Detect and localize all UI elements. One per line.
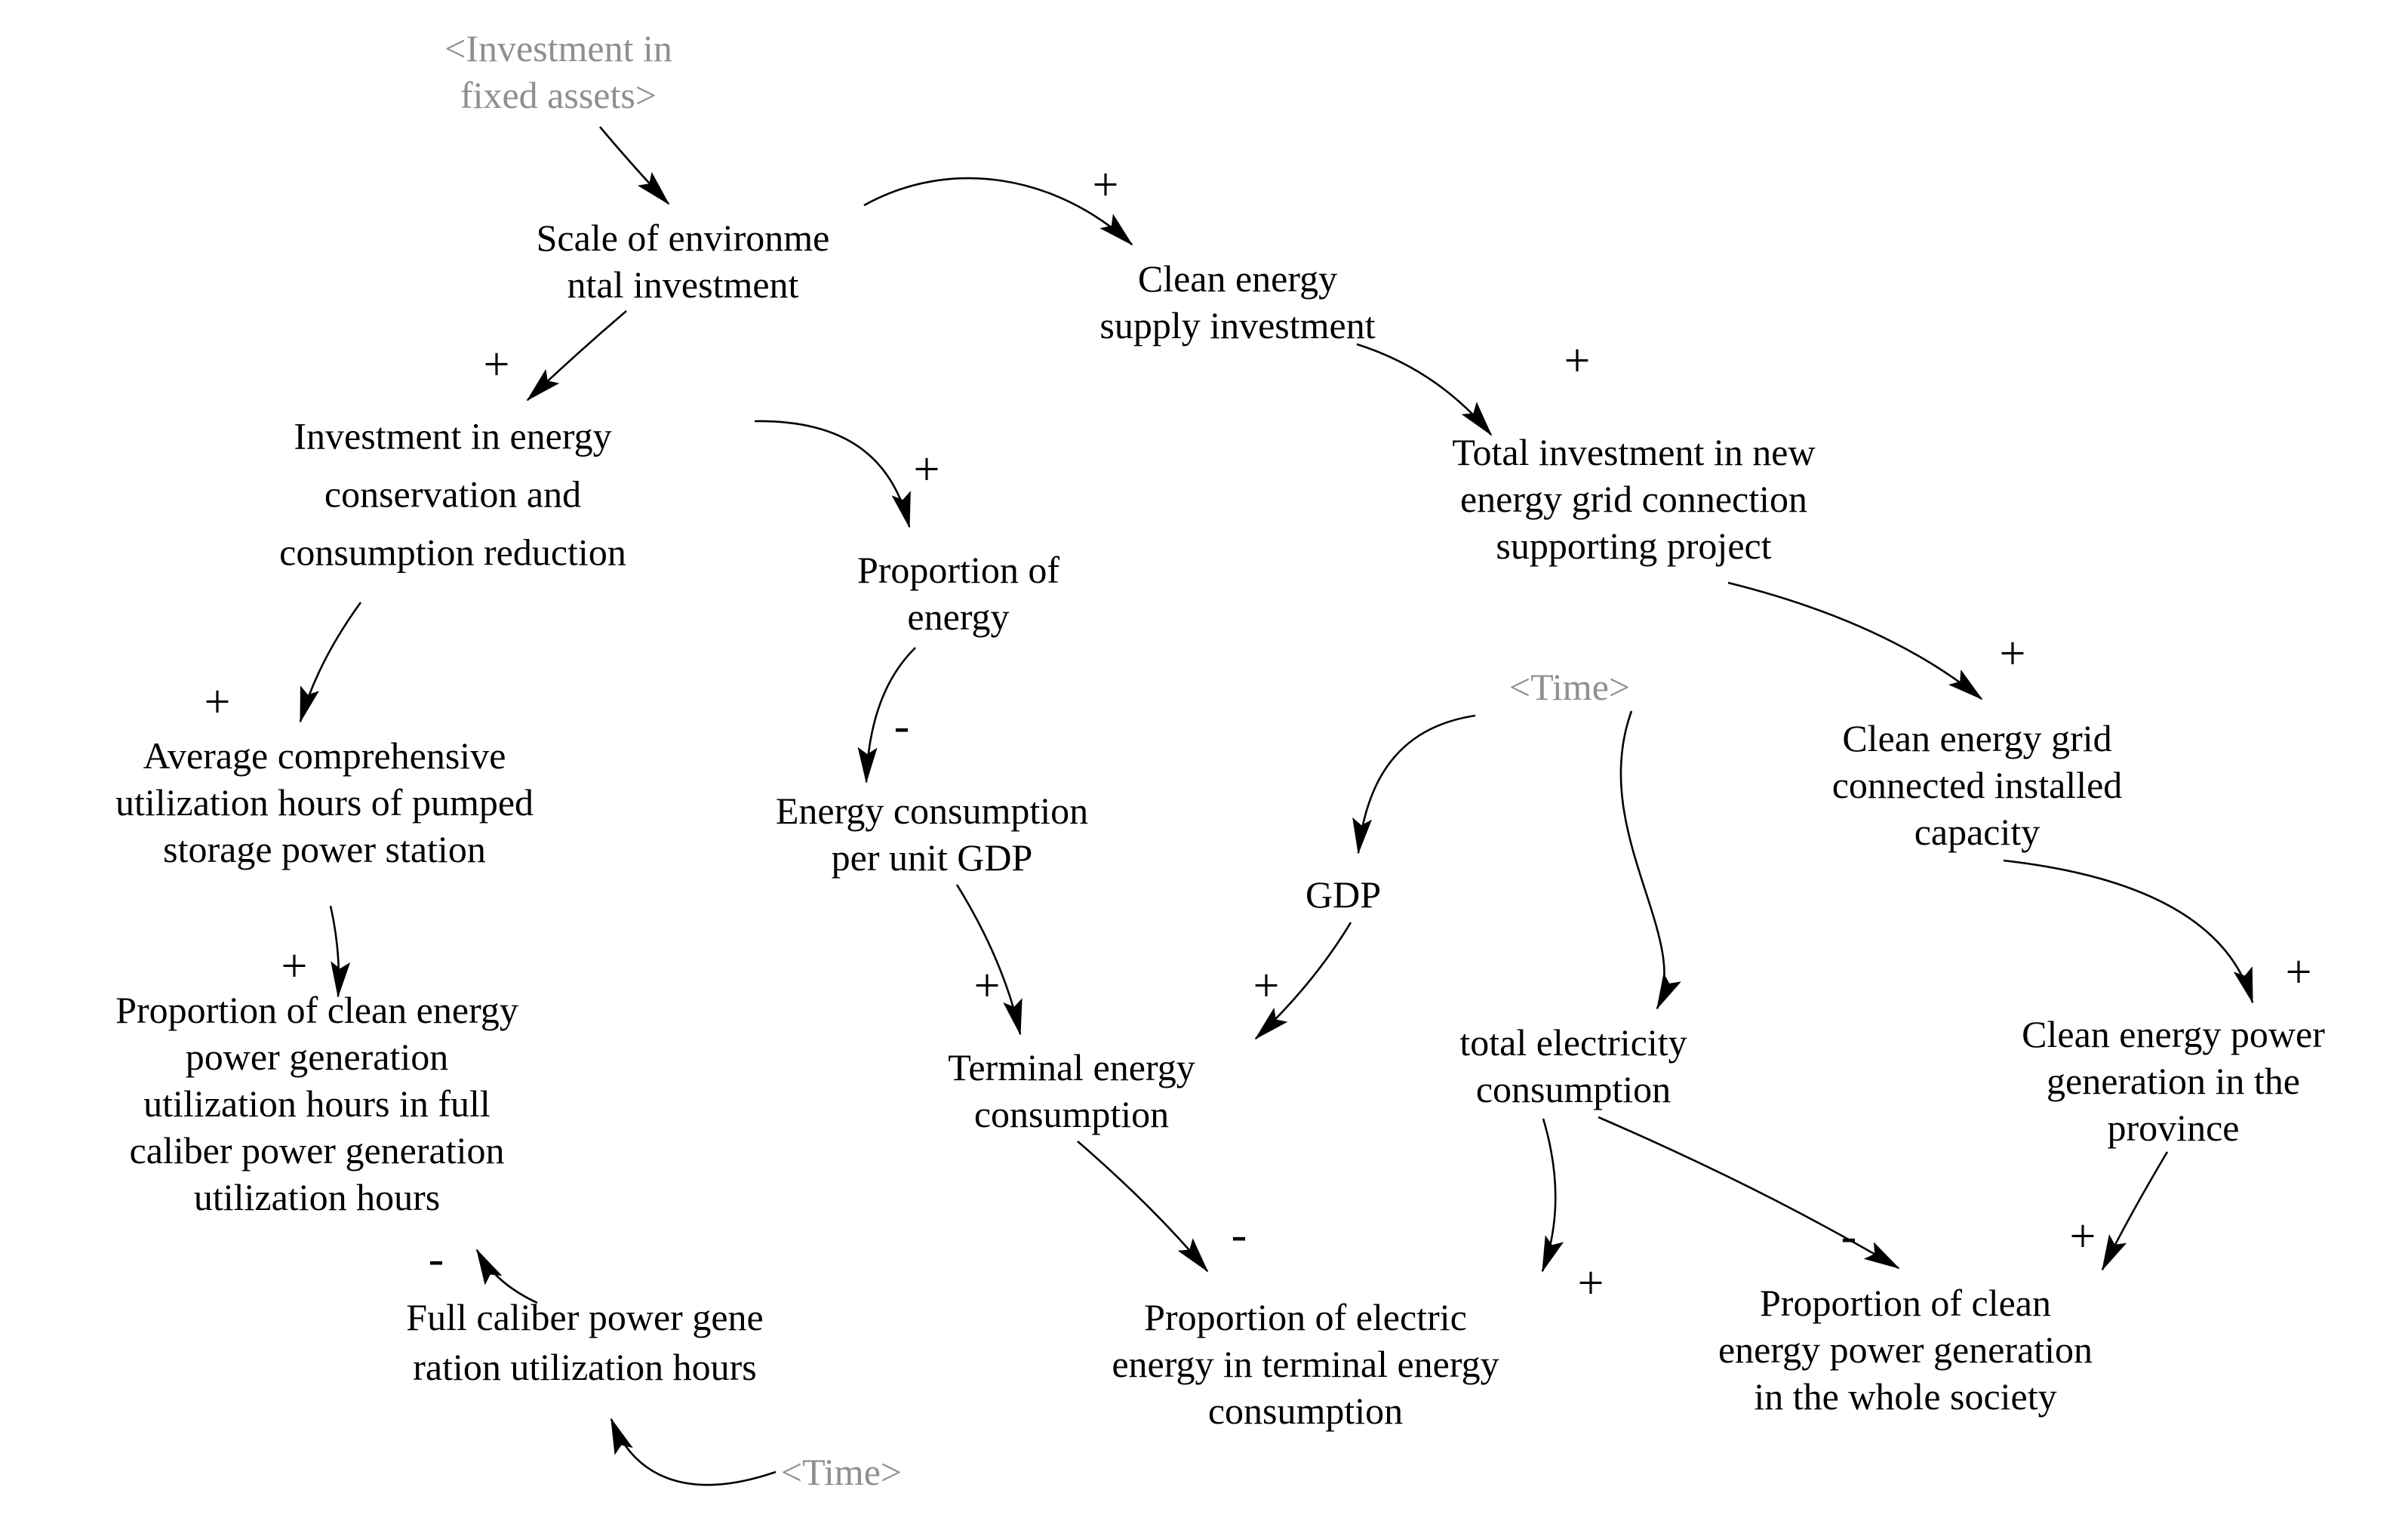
edge-investment-energy-to-avg-hours-line [299,602,362,723]
edge-scale-to-clean-supply-line [863,177,1133,246]
polarity-total-electricity-to-whole-society: - [1841,1211,1857,1262]
node-energy-consumption-per-unit-gdp: Energy consumption per unit GDP [775,790,1089,879]
polarity-clean-supply-to-total-investment: + [1564,335,1591,386]
edge-grid-capacity-to-province-line [2003,859,2254,1004]
node-clean-energy-grid-capacity: Clean energy grid connected installed ca… [1831,717,2123,853]
polarity-scale-to-clean-supply: + [1092,159,1119,211]
polarity-gdp-to-terminal: + [1253,960,1280,1011]
polarity-energy-per-gdp-to-terminal: + [973,960,1001,1011]
polarity-investment-energy-to-avg-hours: + [204,676,231,728]
edge-gdp-to-terminal-line [1254,922,1352,1040]
node-total-electricity-consumption: total electricity consumption [1459,1021,1687,1110]
edge-investment-energy-to-proportion-energy-line [754,420,911,528]
node-full-caliber-utilization-hours: Full caliber power gene ration utilizati… [406,1296,764,1388]
edge-full-caliber-to-proportion-hours-line [475,1249,538,1304]
node-proportion-of-energy: Proportion of energy [856,549,1060,638]
node-total-investment-new-energy-grid: Total investment in new energy grid conn… [1452,431,1816,567]
node-proportion-clean-energy-utilization-hours: Proportion of clean energy power generat… [115,989,518,1218]
edge-time-to-total-electricity-line [1619,710,1681,1010]
node-gdp: GDP [1305,873,1382,916]
node-proportion-electric-energy-terminal: Proportion of electric energy in termina… [1112,1296,1499,1432]
edge-avg-hours-to-proportion-hours-line [329,905,351,998]
edge-scale-to-investment-energy-line [526,310,627,402]
node-avg-utilization-hours-pumped-storage: Average comprehensive utilization hours … [115,734,534,870]
polarity-province-to-whole-society: + [2069,1211,2096,1262]
polarity-terminal-to-proportion-electric: - [1231,1209,1247,1261]
node-scale-environmental-investment: Scale of environme ntal investment [536,217,830,306]
edge-energy-per-gdp-to-terminal-line [955,884,1023,1036]
node-investment-fixed-assets: <Investment in fixed assets> [444,27,672,116]
node-time-top: <Time> [1508,666,1631,708]
node-terminal-energy-consumption: Terminal energy consumption [948,1046,1195,1135]
edge-proportion-energy-to-energy-per-gdp-line [857,647,916,784]
node-investment-energy-conservation: Investment in energy conservation and co… [279,414,626,574]
polarity-grid-capacity-to-province: + [2285,947,2312,998]
edge-fixed-assets-to-scale-line [599,126,670,205]
polarity-investment-energy-to-proportion-energy: + [913,444,940,495]
edge-terminal-to-proportion-electric-line [1077,1141,1209,1273]
polarity-proportion-energy-to-energy-per-gdp: - [893,700,910,752]
polarity-total-electricity-to-proportion-electric: + [1577,1258,1604,1309]
polarity-avg-hours-to-proportion-hours: + [281,941,308,992]
edge-total-electricity-to-proportion-electric-line [1541,1118,1564,1273]
polarity-scale-to-investment-energy: + [483,339,510,390]
node-clean-energy-power-generation-province: Clean energy power generation in the pro… [2022,1013,2325,1149]
edge-total-investment-to-grid-capacity-line [1727,581,1983,700]
node-proportion-clean-energy-whole-society: Proportion of clean energy power generat… [1718,1282,2093,1418]
polarity-full-caliber-to-proportion-hours: - [428,1233,444,1285]
edge-time-to-full-caliber-line [610,1418,777,1486]
polarity-total-investment-to-grid-capacity: + [1999,628,2026,679]
edge-province-to-whole-society-line [2101,1151,2169,1271]
edge-clean-supply-to-total-investment-line [1356,343,1493,436]
node-clean-energy-supply-investment: Clean energy supply investment [1099,257,1376,346]
edge-time-to-gdp-line [1352,714,1476,854]
node-time-bottom: <Time> [780,1451,903,1493]
edge-total-electricity-to-whole-society-line [1598,1116,1900,1270]
